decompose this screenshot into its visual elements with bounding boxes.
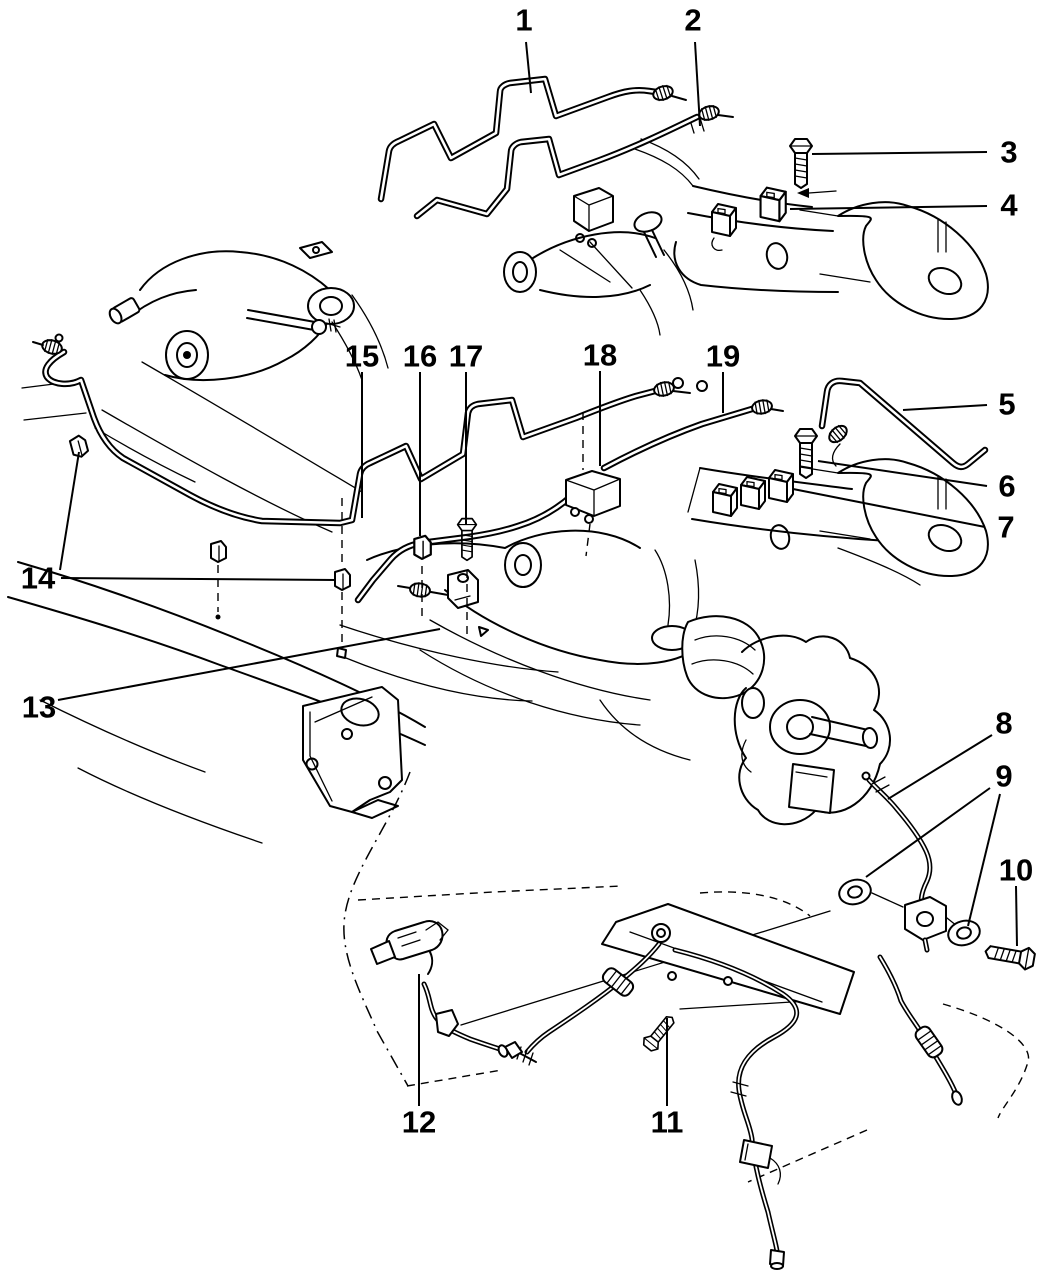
callout-number-18: 18 (582, 337, 618, 373)
callout-number-19: 19 (705, 338, 741, 374)
callout-number-10: 10 (998, 852, 1034, 888)
upper-control-arm-left (108, 241, 389, 381)
frame-bracket-mid (837, 458, 989, 578)
leader-line-14 (60, 577, 337, 581)
wire-grommet (435, 1009, 459, 1037)
leader-line-3 (811, 151, 988, 155)
cable-end-cap-bottom (769, 1249, 785, 1270)
leader-line-6 (817, 460, 988, 487)
callout-number-13: 13 (21, 689, 57, 725)
crossmember-top-right (631, 117, 989, 321)
ball-joint (108, 297, 141, 325)
abs-sensor-harness (343, 771, 1030, 1270)
upper-control-arm-middle (503, 211, 708, 392)
callout-number-9: 9 (995, 758, 1013, 794)
frame-rail-left (7, 561, 426, 844)
callout-number-7: 7 (997, 509, 1015, 545)
callout-number-3: 3 (1000, 134, 1018, 170)
leader-line-9 (865, 787, 991, 878)
lower-control-arm-knuckle (366, 529, 892, 826)
crossmember-mid-right (687, 458, 989, 586)
brake-tubes-top (377, 75, 734, 248)
cable-clamp (739, 1139, 781, 1185)
callout-number-16: 16 (402, 338, 438, 374)
callout-number-2: 2 (684, 2, 702, 38)
callout-number-8: 8 (995, 705, 1013, 741)
callout-number-4: 4 (1000, 187, 1018, 223)
clip-item14-c (210, 540, 227, 563)
leader-line-9 (967, 793, 1001, 927)
leader-line-8 (887, 734, 993, 800)
direction-arrow (797, 188, 837, 198)
leader-lines (57, 41, 1018, 1106)
tube-fitting-mid-upper (651, 379, 677, 399)
leader-line-5 (902, 404, 988, 411)
callout-number-15: 15 (344, 338, 380, 374)
callout-number-1: 1 (515, 2, 533, 38)
leader-line-10 (1015, 885, 1018, 947)
bolt-item6 (794, 428, 818, 479)
clip-item16 (413, 534, 432, 561)
bolt-item10 (982, 939, 1037, 972)
callout-number-17: 17 (448, 338, 484, 374)
clip-item14-b (334, 568, 351, 591)
hose-bracket-block (904, 896, 947, 941)
callout-number-5: 5 (998, 386, 1016, 422)
hose-bracket-item13 (447, 569, 479, 609)
abs-sensor (370, 920, 449, 975)
leader-line-7 (792, 488, 986, 528)
leader-line-14 (59, 451, 80, 571)
hose-fitting-mid (408, 580, 432, 600)
tube-fitting-item5 (824, 421, 852, 447)
leader-line-1 (525, 41, 532, 94)
junction-block-top (573, 187, 614, 248)
brake-tubes-middle (32, 333, 989, 659)
bolt-item3 (789, 138, 813, 189)
tube-fitting-item19 (749, 397, 775, 417)
clip-blocks-item4 (711, 186, 787, 251)
callout-number-6: 6 (998, 468, 1016, 504)
leader-line-4 (789, 205, 988, 210)
bolt-item11 (639, 1011, 680, 1055)
leader-line-2 (694, 41, 701, 127)
tube-fitting-1 (650, 82, 676, 104)
junction-block-item18 (565, 470, 621, 524)
frame-bracket-top (837, 201, 989, 321)
callout-number-11: 11 (650, 1104, 684, 1140)
cable-tip (951, 1090, 963, 1106)
callout-number-12: 12 (401, 1104, 437, 1140)
cable-end-fitting-left (497, 1041, 537, 1066)
washer-item9-a (835, 875, 875, 909)
harness-anchor-plate (601, 903, 855, 1015)
cable-sleeve-b (912, 1023, 946, 1061)
leader-line-13 (57, 628, 441, 701)
callout-number-14: 14 (20, 560, 56, 596)
